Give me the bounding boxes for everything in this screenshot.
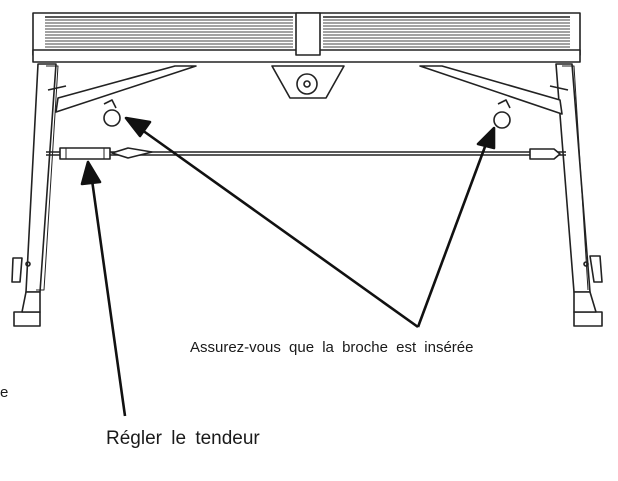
- arrow-to-right-pin: [416, 143, 488, 328]
- center-hinge: [271, 65, 345, 99]
- locking-pin-left: [103, 99, 121, 127]
- callout-arrows: [80, 116, 496, 417]
- right-leg: [555, 63, 603, 327]
- cropped-text-fragment: e: [0, 384, 9, 401]
- diagonal-braces: [47, 65, 569, 115]
- locking-pin-right: [493, 99, 511, 129]
- table-top: [32, 12, 581, 63]
- pin-inserted-label: Assurez-vous que la broche est insérée: [190, 339, 474, 356]
- arrow-to-tensioner: [90, 179, 127, 417]
- arrow-to-left-pin: [141, 128, 419, 329]
- arrowhead-tensioner: [80, 160, 102, 186]
- arrowhead-left-pin: [124, 116, 152, 138]
- tension-cable: [46, 147, 566, 160]
- left-leg: [11, 63, 59, 327]
- arrowhead-right-pin: [476, 126, 496, 150]
- adjust-tensioner-label: Régler le tendeur: [106, 428, 260, 449]
